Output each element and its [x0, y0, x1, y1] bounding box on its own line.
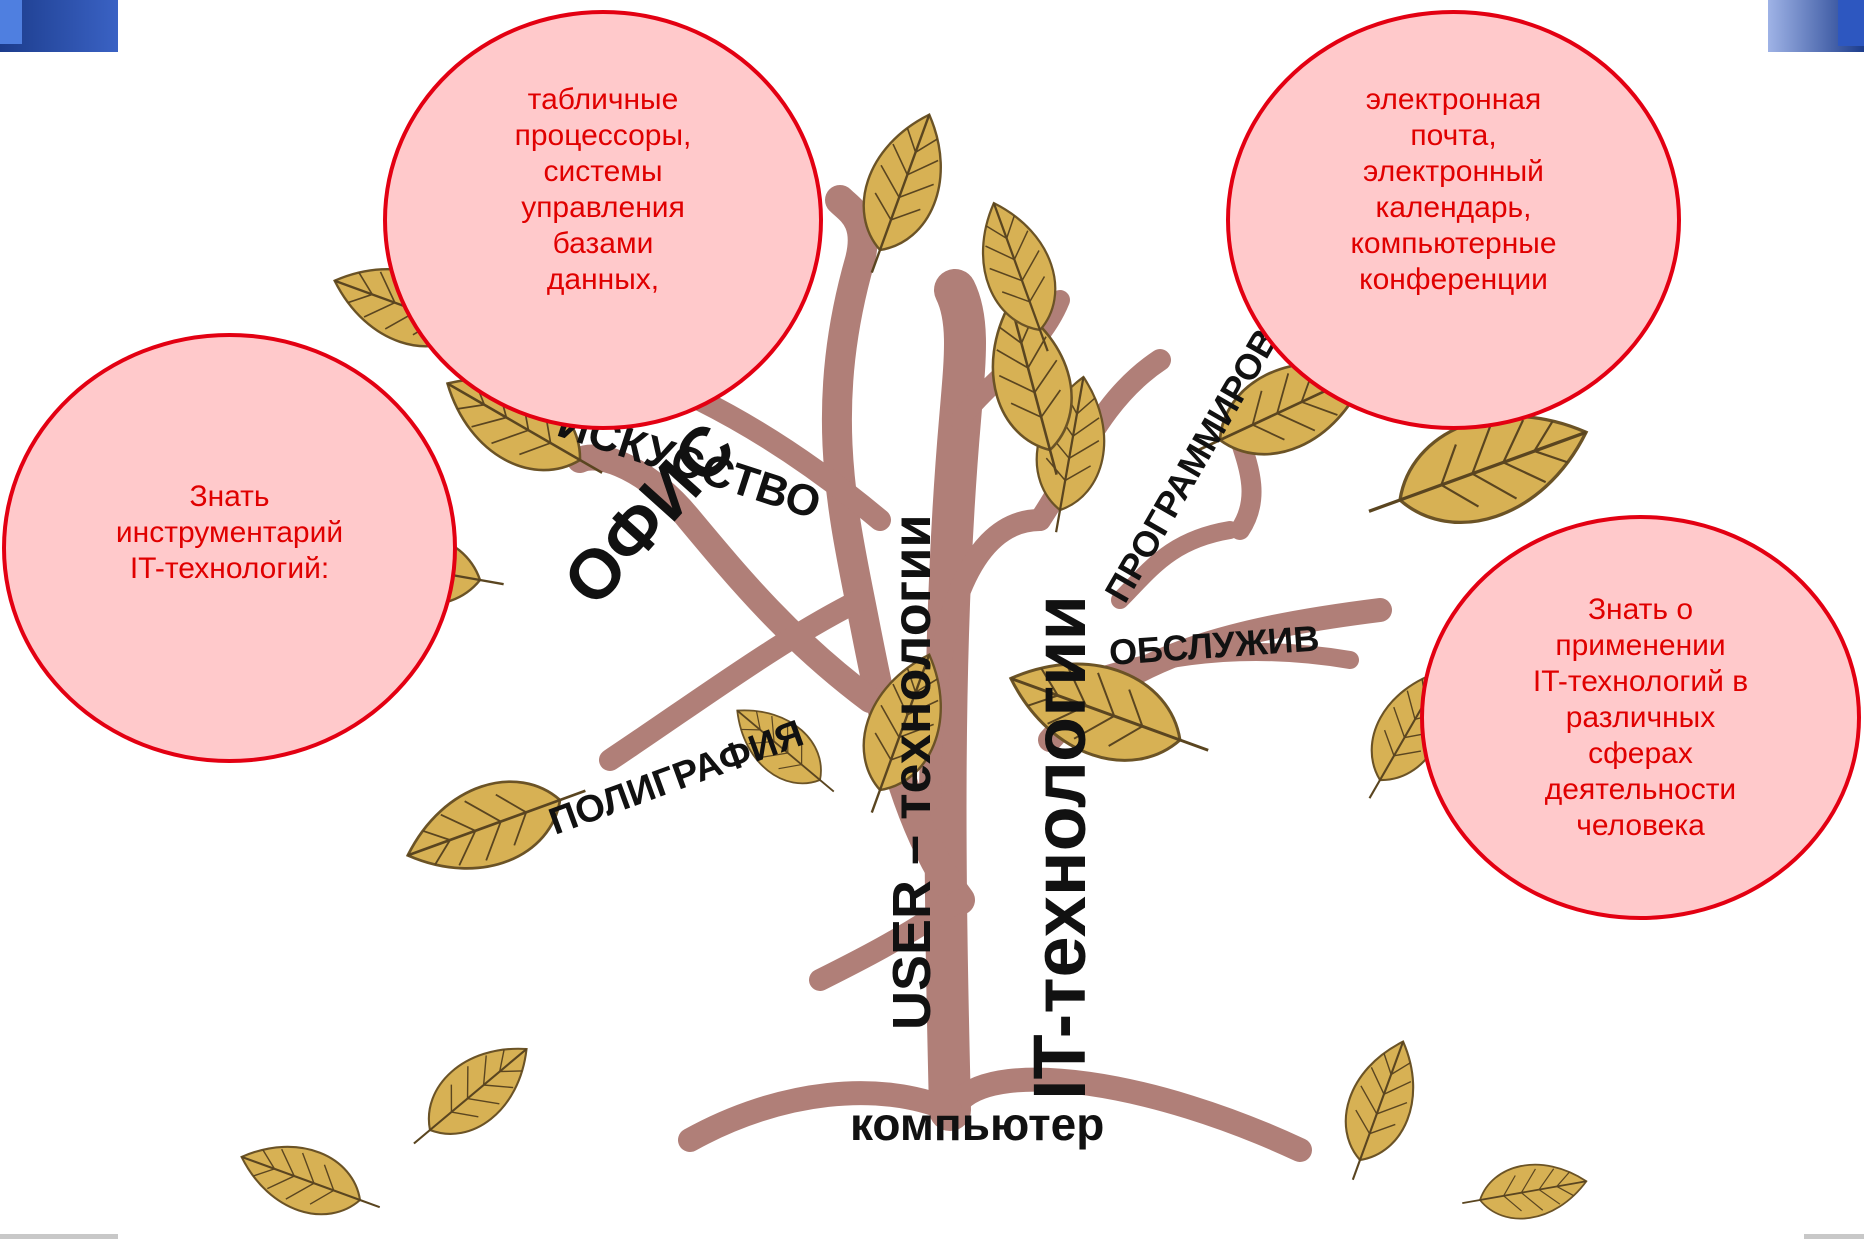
bubble-email: электронная почта, электронный календарь…	[1226, 10, 1681, 430]
label-it-tech: IT-технологии	[1018, 595, 1101, 1100]
bubble-tools-text: Знать инструментарий IT-технологий:	[116, 479, 343, 587]
bubble-application-text: Знать о применении IT-технологий в разли…	[1533, 592, 1748, 844]
bubble-tables-text: табличные процессоры, системы управления…	[515, 82, 692, 298]
label-polygraphy: ПОЛИГРАФИЯ	[544, 713, 809, 844]
label-computer: компьютер	[850, 1098, 1104, 1150]
bubble-tools: Знать инструментарий IT-технологий:	[2, 333, 457, 763]
label-user-tech: USER – технологии	[882, 514, 942, 1030]
label-service: ОБСЛУЖИВ	[1108, 617, 1321, 673]
bubble-application: Знать о применении IT-технологий в разли…	[1420, 515, 1861, 920]
bubble-email-text: электронная почта, электронный календарь…	[1350, 82, 1556, 298]
bubble-tables: табличные процессоры, системы управления…	[383, 10, 823, 430]
